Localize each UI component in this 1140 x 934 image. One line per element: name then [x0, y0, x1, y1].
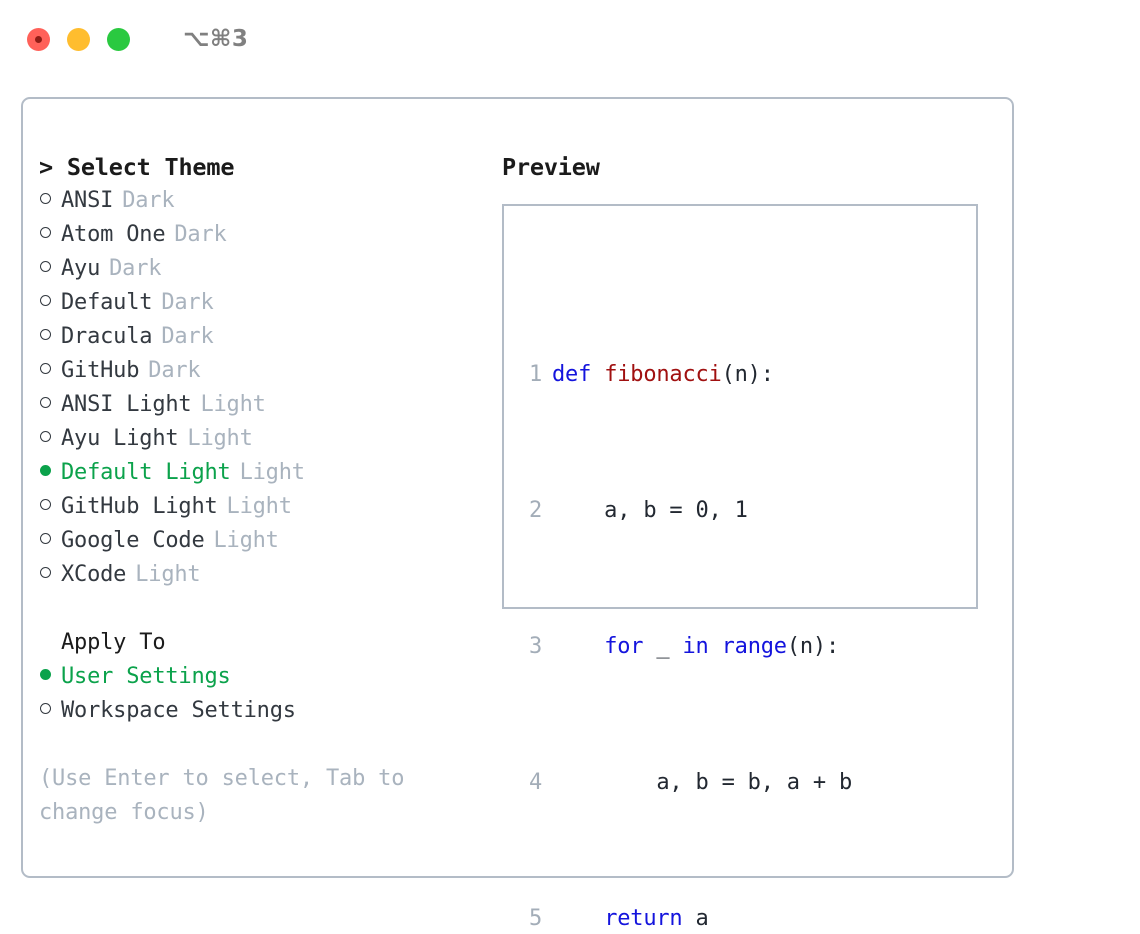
theme-option-tag: Light	[200, 392, 266, 417]
preview-heading: Preview	[502, 153, 600, 181]
theme-option-ansi-dark[interactable]: ANSI Dark	[39, 184, 499, 218]
plain-token: (n):	[721, 362, 774, 387]
plain-token: _	[643, 634, 683, 659]
theme-option-tag: Light	[213, 528, 279, 553]
theme-option-label: Atom One	[61, 222, 166, 247]
theme-option-atom-one-dark[interactable]: Atom One Dark	[39, 218, 499, 252]
line-number: 4	[528, 770, 542, 795]
close-button[interactable]	[27, 27, 50, 51]
theme-option-tag: Dark	[161, 290, 214, 315]
keyword-token: def	[552, 362, 592, 387]
theme-option-dracula-dark[interactable]: Dracula Dark	[39, 320, 499, 354]
apply-to-workspace-settings[interactable]: Workspace Settings	[39, 694, 499, 728]
line-number: 5	[528, 906, 542, 931]
theme-option-label: XCode	[61, 562, 127, 587]
keyword-token: in	[682, 634, 709, 659]
apply-to-label: Workspace Settings	[61, 698, 296, 723]
apply-to-heading: Apply To	[61, 630, 166, 655]
theme-list-column: > Select Theme ANSI Dark Atom One Dark A…	[39, 150, 499, 830]
keyword-token: return	[604, 906, 683, 931]
theme-option-ayu-light[interactable]: Ayu Light Light	[39, 422, 499, 456]
theme-option-tag: Light	[239, 460, 305, 485]
theme-option-tag: Dark	[161, 324, 214, 349]
theme-option-label: ANSI	[61, 188, 114, 213]
window-title-shortcut: ⌥⌘3	[183, 26, 249, 52]
theme-option-label: Dracula	[61, 324, 153, 349]
theme-option-label: Google Code	[61, 528, 205, 553]
theme-option-label: Ayu	[61, 256, 101, 281]
indent	[552, 906, 604, 931]
theme-option-tag: Dark	[148, 358, 201, 383]
section-spacer	[39, 592, 499, 626]
plain-token: a, b = b, a + b	[552, 770, 853, 795]
theme-option-github-light[interactable]: GitHub Light Light	[39, 490, 499, 524]
theme-option-google-code[interactable]: Google Code Light	[39, 524, 499, 558]
apply-to-user-settings[interactable]: User Settings	[39, 660, 499, 694]
theme-option-tag: Light	[187, 426, 253, 451]
zoom-button[interactable]	[107, 27, 130, 51]
theme-option-label: Default Light	[61, 460, 231, 485]
code-line: 5 return a	[516, 902, 891, 934]
plain-token: a	[682, 906, 709, 931]
keyword-token: for	[604, 634, 644, 659]
keyboard-hint: (Use Enter to select, Tab to change focu…	[39, 766, 405, 825]
theme-option-ansi-light[interactable]: ANSI Light Light	[39, 388, 499, 422]
function-token: fibonacci	[604, 362, 722, 387]
indent	[552, 634, 604, 659]
code-line: 2 a, b = 0, 1	[516, 494, 891, 528]
plain-token: (n):	[786, 634, 840, 659]
theme-option-label: Default	[61, 290, 153, 315]
select-theme-heading: > Select Theme	[39, 153, 235, 181]
line-number: 3	[528, 634, 542, 659]
theme-picker-panel: > Select Theme ANSI Dark Atom One Dark A…	[21, 97, 1014, 931]
line-number: 1	[528, 362, 542, 387]
theme-option-tag: Dark	[174, 222, 227, 247]
theme-option-ayu-dark[interactable]: Ayu Dark	[39, 252, 499, 286]
theme-option-label: ANSI Light	[61, 392, 192, 417]
line-number: 2	[528, 498, 542, 523]
space-token	[709, 634, 722, 659]
theme-option-xcode[interactable]: XCode Light	[39, 558, 499, 592]
code-line: 3 for _ in range(n):	[516, 630, 891, 664]
theme-option-label: GitHub	[61, 358, 140, 383]
theme-option-github-dark[interactable]: GitHub Dark	[39, 354, 499, 388]
theme-option-label: GitHub Light	[61, 494, 218, 519]
minimize-button[interactable]	[67, 27, 90, 51]
theme-option-tag: Light	[226, 494, 292, 519]
apply-to-label: User Settings	[61, 664, 231, 689]
builtin-token: range	[721, 634, 787, 659]
theme-option-default-dark[interactable]: Default Dark	[39, 286, 499, 320]
theme-option-tag: Dark	[122, 188, 175, 213]
code-line: 4 a, b = b, a + b	[516, 766, 891, 800]
space	[591, 362, 604, 387]
code-line: 1 def fibonacci(n):	[516, 358, 891, 392]
theme-option-default-light[interactable]: Default Light Light	[39, 456, 499, 490]
theme-option-tag: Light	[135, 562, 201, 587]
theme-option-label: Ayu Light	[61, 426, 179, 451]
title-bar: ⌥⌘3	[0, 0, 1140, 78]
plain-token: a, b = 0, 1	[552, 498, 748, 523]
theme-option-tag: Dark	[109, 256, 162, 281]
window-controls	[27, 27, 130, 51]
